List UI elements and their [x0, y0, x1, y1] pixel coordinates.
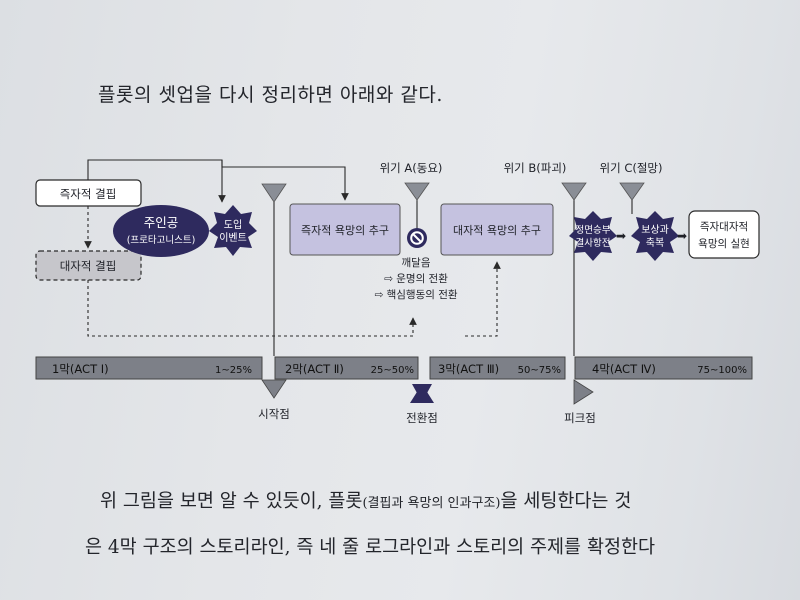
- inciting-event-burst: 도입 이벤트: [209, 205, 257, 256]
- crisis-c-label: 위기 C(절망): [600, 161, 663, 175]
- svg-text:⇨ 운명의 전환: ⇨ 운명의 전환: [384, 273, 448, 285]
- svg-text:즉자대자적: 즉자대자적: [700, 221, 748, 233]
- svg-text:욕망의 실현: 욕망의 실현: [698, 238, 750, 250]
- svg-text:75~100%: 75~100%: [697, 365, 747, 376]
- crisis-a-label: 위기 A(동요): [380, 161, 443, 175]
- body-paragraph-2: 은 4막 구조의 스토리라인, 즉 네 줄 로그라인과 스토리의 주제를 확정한…: [85, 537, 656, 558]
- peak-point-label: 피크점: [564, 411, 596, 425]
- crisis-c-triangle: [619, 182, 645, 201]
- svg-text:정면승부: 정면승부: [576, 225, 611, 236]
- svg-text:주인공: 주인공: [144, 215, 179, 230]
- arrow-symbol: ➡: [616, 229, 626, 243]
- para1-after: 을 세팅한다는 것: [500, 491, 632, 512]
- svg-text:축복: 축복: [646, 237, 664, 249]
- turning-point-label: 전환점: [406, 411, 438, 425]
- svg-text:3막(ACT Ⅲ): 3막(ACT Ⅲ): [438, 362, 499, 376]
- svg-text:2막(ACT Ⅱ): 2막(ACT Ⅱ): [285, 362, 344, 376]
- reward-burst: 보상과 축복: [631, 211, 679, 261]
- immediate-conflict-box: 즉자적 결핍: [35, 179, 142, 207]
- act-bar-3: 3막(ACT Ⅲ) 50~75%: [429, 356, 566, 380]
- svg-text:1막(ACT Ⅰ): 1막(ACT Ⅰ): [52, 362, 109, 376]
- svg-text:도입: 도입: [224, 218, 242, 231]
- para1-small: (결핍과 욕망의 인과구조): [362, 496, 501, 511]
- para1-before: 위 그림을 보면 알 수 있듯이, 플롯: [100, 491, 363, 512]
- act-bar-1: 1막(ACT Ⅰ) 1~25%: [35, 356, 263, 380]
- svg-text:보상과: 보상과: [641, 224, 669, 236]
- crisis-b-label: 위기 B(파괴): [504, 161, 567, 175]
- crisis-a-triangle: [404, 182, 430, 201]
- svg-text:대자적 욕망의 추구: 대자적 욕망의 추구: [453, 224, 541, 237]
- svg-text:25~50%: 25~50%: [371, 365, 414, 376]
- svg-text:결사항전: 결사항전: [576, 238, 611, 249]
- final-realization-box: 즉자대자적 욕망의 실현: [688, 210, 760, 259]
- fundamental-pursuit-box: 대자적 욕망의 추구: [440, 203, 554, 256]
- act-bar-4: 4막(ACT Ⅳ) 75~100%: [574, 356, 753, 380]
- svg-text:즉자적 결핍: 즉자적 결핍: [60, 187, 117, 201]
- svg-text:50~75%: 50~75%: [518, 365, 561, 376]
- svg-text:이벤트: 이벤트: [219, 232, 247, 244]
- start-point-label: 시작점: [258, 407, 290, 421]
- svg-text:1~25%: 1~25%: [215, 365, 252, 376]
- decisive-battle-burst: 정면승부 결사항전: [569, 211, 617, 261]
- realization-text: 깨달음 ⇨ 운명의 전환 ⇨ 핵심행동의 전환: [374, 257, 457, 301]
- connector-lines: [84, 159, 575, 356]
- arrow-symbol-2: ➡: [677, 229, 687, 243]
- turning-point-triangle: [410, 384, 434, 403]
- start-point-marker: [261, 379, 287, 399]
- no-entry-icon: [407, 228, 427, 248]
- svg-text:4막(ACT Ⅳ): 4막(ACT Ⅳ): [592, 362, 656, 376]
- immediate-pursuit-box: 즉자적 욕망의 추구: [289, 203, 401, 256]
- svg-text:대자적 결핍: 대자적 결핍: [60, 259, 117, 273]
- intro-text: 플롯의 셋업을 다시 정리하면 아래와 같다.: [98, 84, 443, 106]
- peak-point-marker: [573, 379, 594, 405]
- crisis-b-triangle: [561, 182, 587, 201]
- body-paragraph-1: 위 그림을 보면 알 수 있듯이, 플롯(결핍과 욕망의 인과구조)을 세팅한다…: [100, 487, 631, 513]
- svg-text:즉자적 욕망의 추구: 즉자적 욕망의 추구: [301, 224, 389, 237]
- svg-text:⇨ 핵심행동의 전환: ⇨ 핵심행동의 전환: [374, 289, 457, 301]
- protagonist-oval: 주인공 (프로타고니스트): [113, 205, 209, 257]
- act-bar-2: 2막(ACT Ⅱ) 25~50%: [274, 356, 419, 380]
- start-triangle-top: [261, 183, 287, 203]
- svg-text:(프로타고니스트): (프로타고니스트): [127, 235, 196, 246]
- fundamental-conflict-box: 대자적 결핍: [35, 250, 142, 281]
- svg-text:깨달음: 깨달음: [402, 257, 431, 269]
